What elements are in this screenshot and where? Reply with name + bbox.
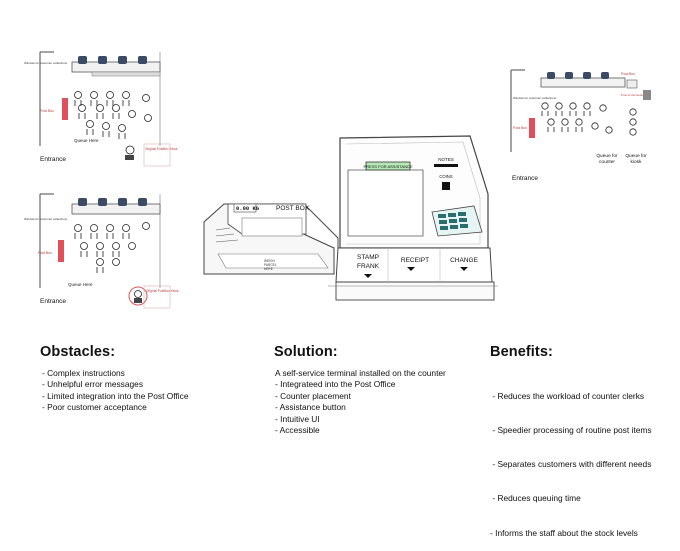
frank-button-label[interactable]: FRANK: [357, 263, 380, 270]
notes-slot: [434, 164, 458, 167]
terminal-drawing: PRESS FOR ASSISTANCE NOTES COINS STAMP F…: [203, 135, 498, 301]
obstacle-item: - Limited integration into the Post Offi…: [42, 390, 189, 401]
terminal-illustration: PRESS FOR ASSISTANCE NOTES COINS STAMP F…: [198, 126, 500, 312]
benefits-title: Benefits:: [490, 344, 553, 360]
coins-label: COINS: [439, 174, 452, 179]
scale-title: POST BOX: [276, 205, 310, 212]
fp2-counter-label: Post Box: [38, 251, 52, 255]
benefit-item: - Reduces the workload of counter clerks: [490, 390, 645, 401]
fp2-kiosk-label: Original PostBox Kiosk: [146, 289, 179, 293]
coin-slot: [442, 182, 450, 190]
solution-item: - Integrateed into the Post Office: [275, 379, 396, 390]
solution-item: - Counter placement: [275, 390, 351, 401]
benefit-item: - Speedier processing of routine post it…: [490, 425, 652, 436]
assistance-button[interactable]: [365, 161, 411, 171]
stamp-button-label[interactable]: STAMP: [357, 254, 379, 261]
benefit-item: - Separates customers with different nee…: [490, 459, 652, 470]
tray-line3: HERE: [264, 267, 273, 271]
floorplan-right-drawing: Window for customer collections Post Box…: [510, 69, 651, 152]
benefits-list: - Reduces the workload of counter clerks…: [490, 368, 652, 551]
fp1-left-label: Window for customer collections: [24, 61, 68, 65]
obstacle-item: - Poor customer acceptance: [42, 402, 147, 413]
solution-item: - Accessible: [275, 425, 320, 436]
fp3-entrance: Entrance: [512, 175, 539, 182]
fp1-kiosk-label: Original PostBox Kiosk: [145, 147, 178, 151]
obstacle-item: - Complex instructions: [42, 368, 125, 378]
fp2-entrance: Entrance: [40, 298, 67, 305]
solution-item: A self-service terminal installed on the…: [275, 368, 446, 378]
fp3-counter-label: Post Box: [513, 126, 527, 130]
fp1-counter-label: Post Box: [40, 109, 54, 113]
floorplan-bottom-left: Window for customer collections Post Box…: [20, 190, 180, 312]
stamp-arrow-icon: [364, 274, 372, 278]
benefit-item: - Reduces queuing time: [490, 493, 581, 504]
notes-label: NOTES: [438, 157, 454, 162]
assistance-button-label: PRESS FOR ASSISTANCE: [363, 164, 412, 169]
floorplan-right: Window for customer collections Post Box…: [505, 66, 665, 176]
floorplan-bottom-left-drawing: Window for customer collections Post Box…: [24, 193, 179, 309]
solution-list: A self-service terminal installed on the…: [275, 368, 446, 436]
fp2-left-label: Window for customer collections: [24, 217, 68, 221]
receipt-button-label[interactable]: RECEIPT: [401, 257, 429, 264]
obstacles-list: - Complex instructions - Unhelpful error…: [42, 368, 189, 414]
benefit-item: - Informs the staff about the stock leve…: [490, 527, 638, 538]
fp3-kiosk-label: Post Box: [621, 72, 635, 76]
fp3-queue-kiosk: Queue for kiosk: [625, 154, 647, 165]
solution-title: Solution:: [274, 344, 338, 360]
fp1-entrance: Entrance: [40, 156, 67, 163]
solution-item: - Intuitive UI: [275, 413, 320, 424]
obstacles-title: Obstacles:: [40, 344, 116, 360]
change-arrow-icon: [460, 267, 468, 271]
fp3-kiosk-sub: Post to the kiosk: [621, 93, 644, 97]
receipt-arrow-icon: [407, 267, 415, 271]
fp3-left-label: Window for customer collections: [513, 96, 557, 100]
fp1-queue-label: Queue Here: [74, 138, 99, 143]
change-button-label[interactable]: CHANGE: [450, 257, 478, 264]
floorplan-top-left: Window for customer collections Post Box…: [20, 48, 180, 170]
tray-line1: WEIGH: [264, 259, 275, 263]
obstacle-item: - Unhelpful error messages: [42, 379, 144, 390]
solution-item: - Assistance button: [275, 402, 346, 413]
fp3-queue-counter: Queue for counter: [596, 154, 618, 165]
tray-line2: PARCEL: [264, 263, 277, 267]
scale-display: 0.00 KG: [236, 205, 260, 212]
fp2-queue-label: Queue Here: [68, 282, 93, 287]
floorplan-top-left-drawing: Window for customer collections Post Box…: [24, 51, 178, 167]
